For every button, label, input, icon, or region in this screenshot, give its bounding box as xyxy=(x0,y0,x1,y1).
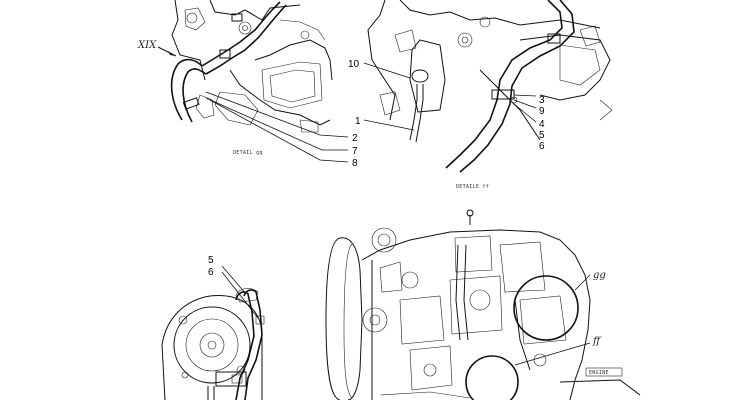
callout-9: 9 xyxy=(539,106,545,117)
callout-1: 1 xyxy=(355,116,361,127)
callout-5: 5 xyxy=(539,130,545,141)
caption-detail-gg: DETAIL gg xyxy=(233,150,263,156)
callout-xix-6: 6 xyxy=(208,267,214,278)
caption-detail-ff: DETAILE ff xyxy=(456,184,489,190)
callout-xix-5: 5 xyxy=(208,255,214,266)
callout-3: 3 xyxy=(539,95,545,106)
callout-8: 8 xyxy=(352,158,358,169)
detail-mark-gg: gg xyxy=(593,270,606,281)
view-xix-drawing xyxy=(161,265,265,400)
detail-gg-drawing xyxy=(157,0,349,163)
view-mark-xix: XIX xyxy=(137,40,157,51)
callout-10: 10 xyxy=(348,59,360,70)
engine-overview-drawing xyxy=(325,209,641,400)
detail-ff-drawing xyxy=(363,0,613,173)
callout-2: 2 xyxy=(352,133,358,144)
detail-mark-ff: ff xyxy=(592,336,602,347)
callout-6: 6 xyxy=(539,141,545,152)
callout-4: 4 xyxy=(539,119,545,130)
callout-7: 7 xyxy=(352,146,358,157)
engine-plate-text: ENGINE xyxy=(589,370,609,376)
